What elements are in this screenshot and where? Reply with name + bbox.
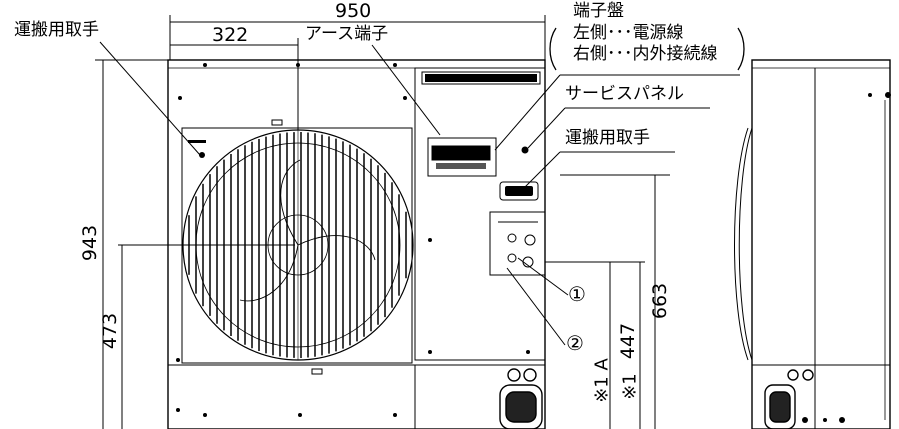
label-earth-terminal: アース端子 xyxy=(305,24,389,44)
dim-b-note: ※1 xyxy=(619,373,641,400)
service-valves xyxy=(489,211,546,276)
dimension-lines xyxy=(95,15,670,429)
label-terminal-block-title: 端子盤 xyxy=(573,1,624,21)
carry-handle-side xyxy=(499,181,539,201)
paren-right xyxy=(737,27,745,71)
carry-handle-top-marker xyxy=(188,140,206,158)
dim-valve-height: 447 xyxy=(617,322,639,360)
marker-1: ① xyxy=(568,282,586,306)
dim-a-note: ※1 A xyxy=(591,358,613,403)
label-terminal-block-right: 右側･･･内外接続線 xyxy=(573,44,718,64)
side-screws xyxy=(802,92,891,423)
paren-left xyxy=(549,27,557,71)
drain-mark xyxy=(311,368,323,375)
terminal-block xyxy=(427,137,497,177)
label-terminal-block-left: 左側･･･電源線 xyxy=(573,23,684,43)
outdoor-unit-side xyxy=(734,59,891,429)
label-carry-handle-top: 運搬用取手 xyxy=(14,20,99,40)
warning-label xyxy=(421,71,541,85)
label-service-panel: サービスパネル xyxy=(565,84,684,104)
marker-2: ② xyxy=(566,331,584,355)
fan-grille xyxy=(182,129,414,361)
dim-fan-center-height: 473 xyxy=(99,312,121,350)
dim-terminal-height: 663 xyxy=(649,282,671,320)
screws xyxy=(176,63,530,417)
dim-height: 943 xyxy=(79,224,101,262)
top-mark xyxy=(271,119,283,126)
pipe-openings xyxy=(499,368,543,429)
label-carry-handle-side: 運搬用取手 xyxy=(565,128,650,148)
leader-lines xyxy=(99,41,740,346)
dim-overall-width: 950 xyxy=(335,0,372,22)
dim-earth-offset: 322 xyxy=(212,24,249,46)
